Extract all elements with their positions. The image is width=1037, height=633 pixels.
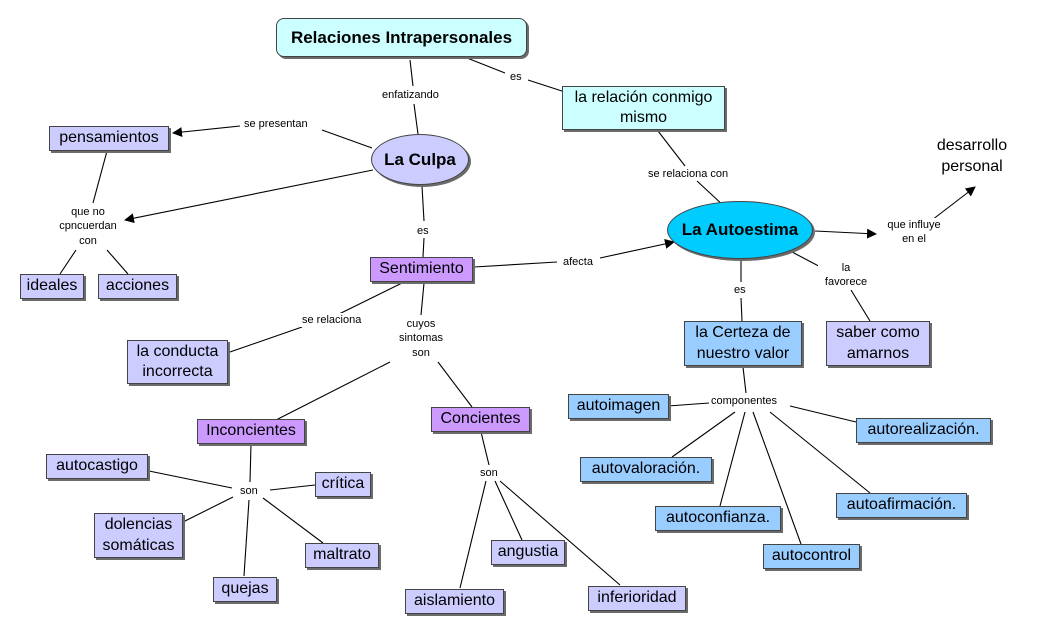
node-autocontrol[interactable]: autocontrol: [763, 544, 860, 569]
link-sentimiento-cuyos: [420, 282, 425, 316]
link-relaciones-enfatizando: [409, 59, 414, 87]
node-inferioridad[interactable]: inferioridad: [588, 586, 686, 611]
node-la-relacion-conmigo-mismo[interactable]: la relación conmigo mismo: [562, 86, 725, 130]
link-label-se-presentan: se presentan: [242, 117, 310, 132]
link-son-critica: [269, 484, 316, 491]
link-comp-autorealizacion: [789, 405, 857, 423]
link-comp-autoafirmacion: [769, 411, 871, 494]
link-sepresentan-pensamientos: [172, 125, 241, 138]
link-label-que-no-concuerdan: que no cpncuerdan con: [52, 205, 124, 248]
link-sentimiento-afecta: [473, 261, 558, 268]
link-label-que-influye: que influye en el: [878, 218, 950, 247]
link-son-autocastigo: [148, 470, 233, 489]
node-la-culpa[interactable]: La Culpa: [371, 134, 469, 185]
link-culpa-es: [421, 185, 425, 222]
link-label-se-relaciona: se relaciona: [300, 313, 364, 328]
link-label-afecta: afecta: [561, 255, 595, 270]
link-favorece-saber: [850, 289, 871, 322]
link-queinfluye-desarrollo: [931, 186, 976, 221]
link-afecta-autoestima: [599, 239, 675, 259]
node-sentimiento[interactable]: Sentimiento: [370, 257, 473, 282]
link-son-maltrato: [262, 497, 324, 544]
node-critica[interactable]: crítica: [315, 472, 371, 497]
node-desarrollo-personal[interactable]: desarrollo personal: [936, 137, 1008, 175]
node-la-conducta-incorrecta[interactable]: la conducta incorrecta: [127, 340, 228, 384]
link-es-sentimiento: [422, 237, 425, 258]
link-relaciones-es: [466, 57, 506, 74]
link-es-relacion: [527, 79, 566, 93]
link-queno-acciones: [106, 249, 129, 275]
link-son-angustia: [494, 480, 523, 541]
link-serelaciona-conducta: [229, 326, 303, 353]
node-dolencias-somaticas[interactable]: dolencias somáticas: [94, 513, 183, 558]
link-label-enfatizando: enfatizando: [380, 88, 441, 103]
link-label-cuyos-sintomas: cuyos sintomas son: [391, 317, 451, 360]
link-relacion-serelaciona: [657, 130, 686, 167]
node-quejas[interactable]: quejas: [213, 577, 277, 602]
link-label-son-concientes: son: [478, 466, 500, 481]
node-maltrato[interactable]: maltrato: [305, 543, 379, 568]
link-label-se-relaciona-con: se relaciona con: [646, 167, 731, 182]
link-son-aislamiento: [459, 480, 487, 589]
node-inconcientes[interactable]: Inconcientes: [197, 419, 305, 444]
node-acciones[interactable]: acciones: [98, 274, 177, 299]
link-label-componentes: componentes: [709, 394, 780, 409]
link-son-dolencias: [182, 496, 234, 523]
link-label-son-inconcientes: son: [238, 484, 260, 499]
node-autorealizacion[interactable]: autorealización.: [856, 418, 991, 443]
node-la-certeza-de-nuestro-valor[interactable]: la Certeza de nuestro valor: [684, 321, 802, 366]
node-autoafirmacion[interactable]: autoafirmación.: [836, 493, 967, 518]
link-enfatizando-culpa: [413, 103, 419, 135]
link-cuyos-concientes: [437, 361, 473, 408]
link-label-es-relaciones: es: [508, 70, 524, 85]
link-label-es-culpa: es: [415, 224, 431, 239]
node-saber-como-amarnos[interactable]: saber como amarnos: [826, 321, 930, 366]
link-comp-autoconfianza: [719, 411, 746, 507]
link-comp-autoimagen: [667, 402, 710, 407]
node-angustia[interactable]: angustia: [491, 540, 565, 565]
link-comp-autocontrol: [752, 411, 802, 545]
link-culpa-sepresentan: [321, 129, 373, 149]
link-inconcientes-son: [249, 443, 252, 483]
link-queno-ideales: [59, 249, 77, 275]
link-son-inferioridad: [499, 480, 621, 586]
link-concientes-son: [480, 431, 490, 466]
node-autoconfianza[interactable]: autoconfianza.: [655, 506, 781, 531]
node-aislamiento[interactable]: aislamiento: [405, 589, 504, 614]
link-comp-autovaloracion: [671, 411, 736, 458]
node-autovaloracion[interactable]: autovaloración.: [580, 457, 712, 482]
link-pensamientos-queno: [92, 150, 108, 204]
link-certeza-componentes: [742, 366, 747, 394]
link-sentimiento-serelaciona: [334, 282, 403, 317]
link-cuyos-inconcientes: [275, 361, 391, 421]
node-ideales[interactable]: ideales: [20, 274, 84, 299]
node-pensamientos[interactable]: pensamientos: [49, 126, 169, 151]
node-concientes[interactable]: Concientes: [431, 407, 530, 432]
node-relaciones-intrapersonales[interactable]: Relaciones Intrapersonales: [276, 18, 527, 57]
link-son-quejas: [243, 499, 250, 577]
link-label-la-favorece: la favorece: [818, 261, 874, 290]
link-es-certeza: [740, 297, 743, 322]
link-label-es-autoestima: es: [732, 283, 748, 298]
node-la-autoestima[interactable]: La Autoestima: [667, 201, 813, 259]
link-culpa-queno: [124, 169, 374, 224]
node-autoimagen[interactable]: autoimagen: [568, 394, 669, 419]
node-autocastigo[interactable]: autocastigo: [46, 454, 148, 479]
link-autoestima-queinfluye: [814, 228, 877, 239]
